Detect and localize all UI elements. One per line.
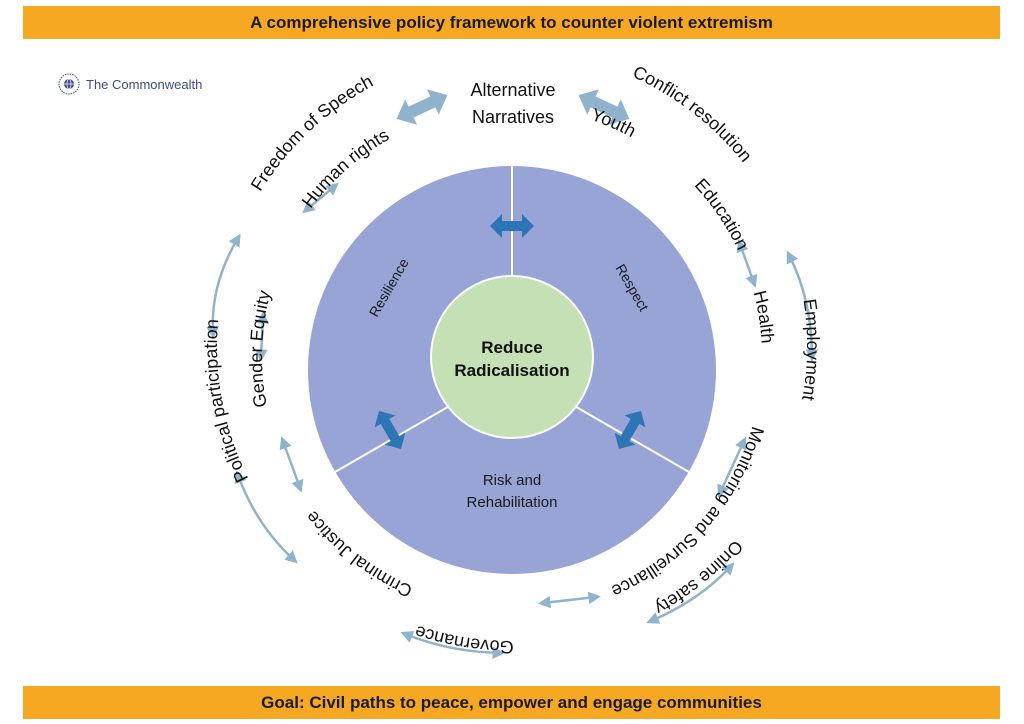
inner-label-health: Health	[750, 288, 778, 344]
outer-label-employment: Employment	[798, 298, 823, 403]
goal-banner: Goal: Civil paths to peace, empower and …	[23, 686, 1000, 719]
sector-arrow-right	[614, 410, 646, 450]
outer-label-freedom-of-speech: Freedom of Speech	[247, 71, 376, 194]
connector-monitoring-criminal	[538, 591, 601, 609]
sector-arrow-top	[490, 214, 534, 238]
connector-political-freedom	[786, 250, 819, 362]
outer-label-conflict-resolution: Conflict resolution	[630, 62, 756, 166]
page-title: A comprehensive policy framework to coun…	[250, 12, 773, 32]
outer-label-online-safety: Online safety	[652, 537, 747, 619]
outer-label-political-participation: Political participation	[201, 318, 252, 485]
connector-youth-education	[302, 182, 339, 214]
top-arrow-right	[578, 89, 630, 125]
top-label-line2: Narratives	[472, 107, 554, 127]
connector-health-monitoring	[279, 436, 304, 493]
connector-online-itgov	[400, 630, 505, 660]
connector-employment-online	[234, 470, 298, 564]
connector-criminal-gender	[717, 436, 747, 498]
inner-label-education: Education	[691, 175, 753, 253]
connector-gender-human	[736, 239, 758, 288]
logo-label: The Commonwealth	[86, 76, 203, 92]
sector-arrow-left	[374, 410, 406, 450]
top-arrow-left	[396, 89, 448, 125]
inner-label-gender-equity: Gender Equity	[246, 288, 274, 409]
center-circle	[430, 275, 594, 439]
commonwealth-globe-icon	[58, 73, 80, 95]
title-banner: A comprehensive policy framework to coun…	[23, 6, 1000, 39]
center-label-line1: Reduce	[481, 338, 542, 357]
top-label-line1: Alternative	[470, 80, 555, 100]
commonwealth-logo: The Commonwealth	[58, 73, 202, 95]
center-label-line2: Radicalisation	[454, 361, 569, 380]
inner-label-human-rights: Human rights	[298, 125, 392, 212]
goal-text: Goal: Civil paths to peace, empower and …	[261, 692, 762, 712]
connector-conflict-employment	[206, 233, 241, 339]
sector-label-risk-line1: Risk and	[483, 472, 541, 489]
sector-label-risk-line2: Rehabilitation	[467, 494, 558, 511]
connector-itgov-political	[646, 562, 735, 624]
connector-education-health	[255, 311, 269, 362]
